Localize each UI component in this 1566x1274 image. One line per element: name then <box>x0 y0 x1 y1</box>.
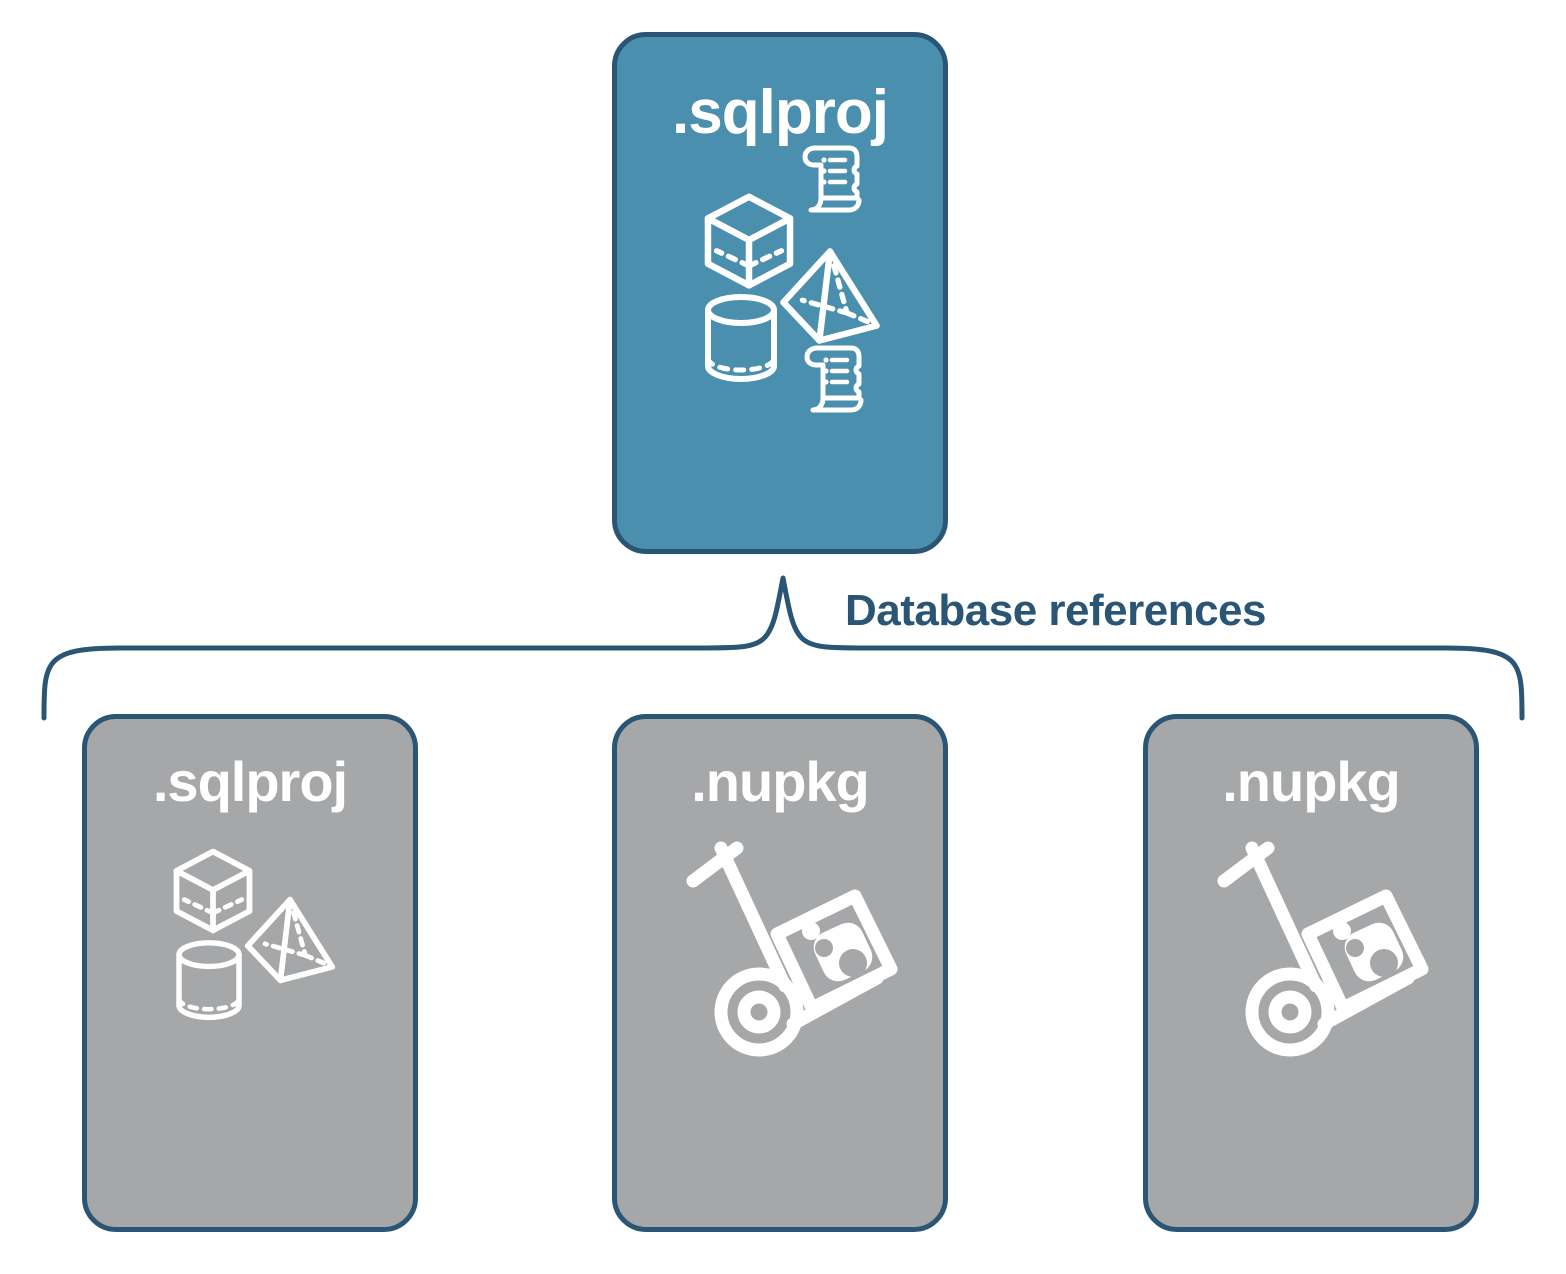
scroll-icon <box>797 140 867 223</box>
cylinder-icon <box>697 290 785 393</box>
card-reference-sqlproj[interactable]: .sqlproj <box>82 714 418 1232</box>
card-reference-nupkg-1[interactable]: .nupkg <box>612 714 948 1232</box>
scroll-icon <box>799 340 869 423</box>
card-title: .nupkg <box>1222 750 1401 813</box>
cylinder-icon <box>169 936 249 1031</box>
cube-icon <box>165 842 261 943</box>
card-title: .nupkg <box>691 750 870 813</box>
reference-card-icon-area <box>1148 814 1474 1227</box>
card-title: .sqlproj <box>152 750 348 813</box>
reference-card-icon-area <box>617 814 943 1227</box>
primary-card-icon-area <box>617 145 943 549</box>
card-sqlproj-primary[interactable]: .sqlproj <box>612 32 948 554</box>
card-reference-nupkg-2[interactable]: .nupkg <box>1143 714 1479 1232</box>
nuget-package-dolly-icon <box>659 826 909 1081</box>
pyramid-icon <box>777 243 883 354</box>
pyramid-icon <box>242 892 338 993</box>
reference-card-icon-area <box>87 814 413 1227</box>
nuget-package-dolly-icon <box>1190 826 1440 1081</box>
bracket-label: Database references <box>845 586 1266 635</box>
card-title: .sqlproj <box>672 78 889 147</box>
cube-icon <box>695 186 803 299</box>
